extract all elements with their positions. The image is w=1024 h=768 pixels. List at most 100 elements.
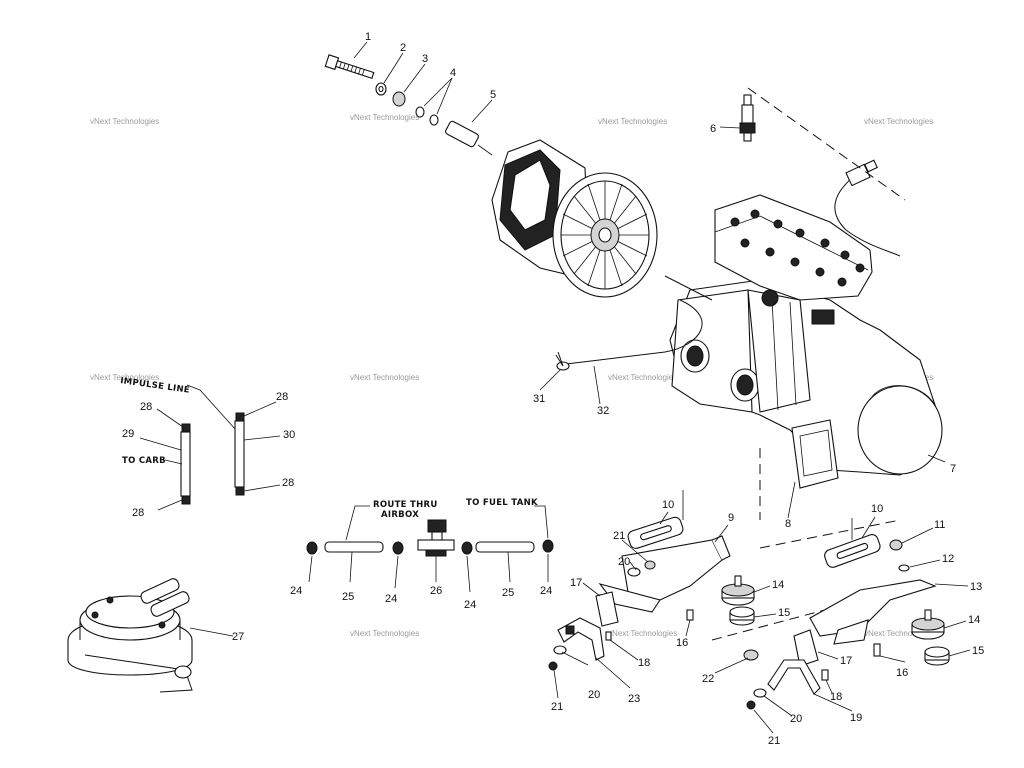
callout-15: 15 (778, 607, 790, 619)
fuel-line (324, 541, 384, 553)
callout-19: 19 (850, 712, 862, 724)
fuel-line (475, 541, 535, 553)
washer (553, 645, 567, 655)
callout-21: 21 (551, 701, 563, 713)
washer (898, 564, 910, 572)
callout-24: 24 (290, 585, 302, 597)
callout-11: 11 (934, 519, 945, 531)
fuel-valve (417, 519, 455, 557)
washer (627, 567, 641, 577)
callout-25: 25 (502, 587, 514, 599)
callout-20: 20 (588, 689, 600, 701)
watermark: vNext Technologies (350, 629, 419, 638)
callout-20: 20 (790, 713, 802, 725)
spacer (392, 91, 406, 107)
drive-clutch (491, 139, 658, 298)
fuel-pump (67, 578, 193, 693)
callout-24: 24 (540, 585, 552, 597)
watermark: vNext Technologies (350, 113, 419, 122)
bushing (445, 120, 479, 148)
watermark: vNext Technologies (864, 117, 933, 126)
callout-32: 32 (597, 405, 609, 417)
callout-8: 8 (785, 518, 791, 530)
hose-clamp (555, 351, 570, 371)
o-ring (429, 114, 439, 126)
callout-28: 28 (132, 507, 144, 519)
callout-28: 28 (276, 391, 288, 403)
watermark: vNext Technologies (608, 629, 677, 638)
callout-29: 29 (122, 428, 134, 440)
bolt (873, 643, 881, 657)
callout-18: 18 (638, 657, 650, 669)
callout-25: 25 (342, 591, 354, 603)
engine (669, 194, 943, 489)
callout-9: 9 (728, 512, 734, 524)
rubber-mount (911, 609, 945, 640)
callout-15: 15 (972, 645, 984, 657)
bolt (686, 609, 694, 621)
washer (753, 688, 767, 698)
route-thru-label: ROUTE THRU (373, 500, 438, 510)
fuel-line (180, 431, 191, 497)
impulse-line (234, 420, 245, 488)
watermark: vNext Technologies (90, 117, 159, 126)
to-fuel-tank-label: TO FUEL TANK (466, 498, 538, 508)
head-bolts (730, 209, 865, 287)
callout-23: 23 (628, 693, 640, 705)
impulse-line-group: IMPULSE LINE TO CARB (120, 376, 245, 505)
callout-1: 1 (365, 31, 371, 43)
bolt (605, 631, 612, 641)
callout-16: 16 (896, 667, 908, 679)
clutch-bolt-assembly (324, 54, 493, 156)
airbox-label: AIRBOX (381, 510, 419, 520)
callout-14: 14 (772, 579, 784, 591)
callout-26: 26 (430, 585, 442, 597)
spark-plug (739, 94, 756, 142)
mount-clip (595, 591, 619, 627)
bolt (821, 669, 829, 681)
hose-clamp (181, 423, 191, 433)
callout-28: 28 (282, 477, 294, 489)
callout-leaders (139, 41, 971, 734)
callout-numbers: 1 2 3 4 5 6 7 8 9 10 10 11 12 13 14 14 1… (122, 31, 984, 747)
rubber-pad (924, 646, 950, 666)
mount-plate (627, 516, 684, 549)
hose-clamp (235, 486, 245, 496)
mount-clip (793, 629, 819, 667)
callout-17: 17 (840, 655, 852, 667)
hose-clamp (542, 539, 554, 553)
callout-28: 28 (140, 401, 152, 413)
callout-7: 7 (950, 463, 956, 475)
watermark: vNext Technologies (608, 373, 677, 382)
impulse-hose (565, 299, 703, 365)
leader-dash (747, 87, 906, 201)
callout-12: 12 (942, 553, 954, 565)
watermark: vNext Technologies (598, 117, 667, 126)
callout-2: 2 (400, 42, 406, 54)
callout-18: 18 (830, 691, 842, 703)
callout-31: 31 (533, 393, 545, 405)
rubber-mount (721, 575, 755, 606)
nut (746, 700, 756, 710)
callout-27: 27 (232, 631, 244, 643)
watermark: vNext Technologies (864, 629, 933, 638)
callout-3: 3 (422, 53, 428, 65)
callout-6: 6 (710, 123, 716, 135)
mount-plate (824, 534, 881, 568)
hose-clamp (392, 541, 404, 555)
callout-21: 21 (768, 735, 780, 747)
callout-13: 13 (970, 581, 982, 593)
fuel-line-row: ROUTE THRU AIRBOX TO FUEL TANK (306, 498, 554, 557)
callout-5: 5 (490, 89, 496, 101)
callout-10: 10 (871, 503, 883, 515)
callout-30: 30 (283, 429, 295, 441)
leader-line (664, 275, 713, 301)
callout-14: 14 (968, 614, 980, 626)
callout-10: 10 (662, 499, 674, 511)
watermark: vNext Technologies (350, 373, 419, 382)
nut (644, 560, 656, 570)
hose-clamp (461, 541, 473, 555)
callout-20: 20 (618, 556, 630, 568)
watermark: vNext Technologies (90, 373, 159, 382)
